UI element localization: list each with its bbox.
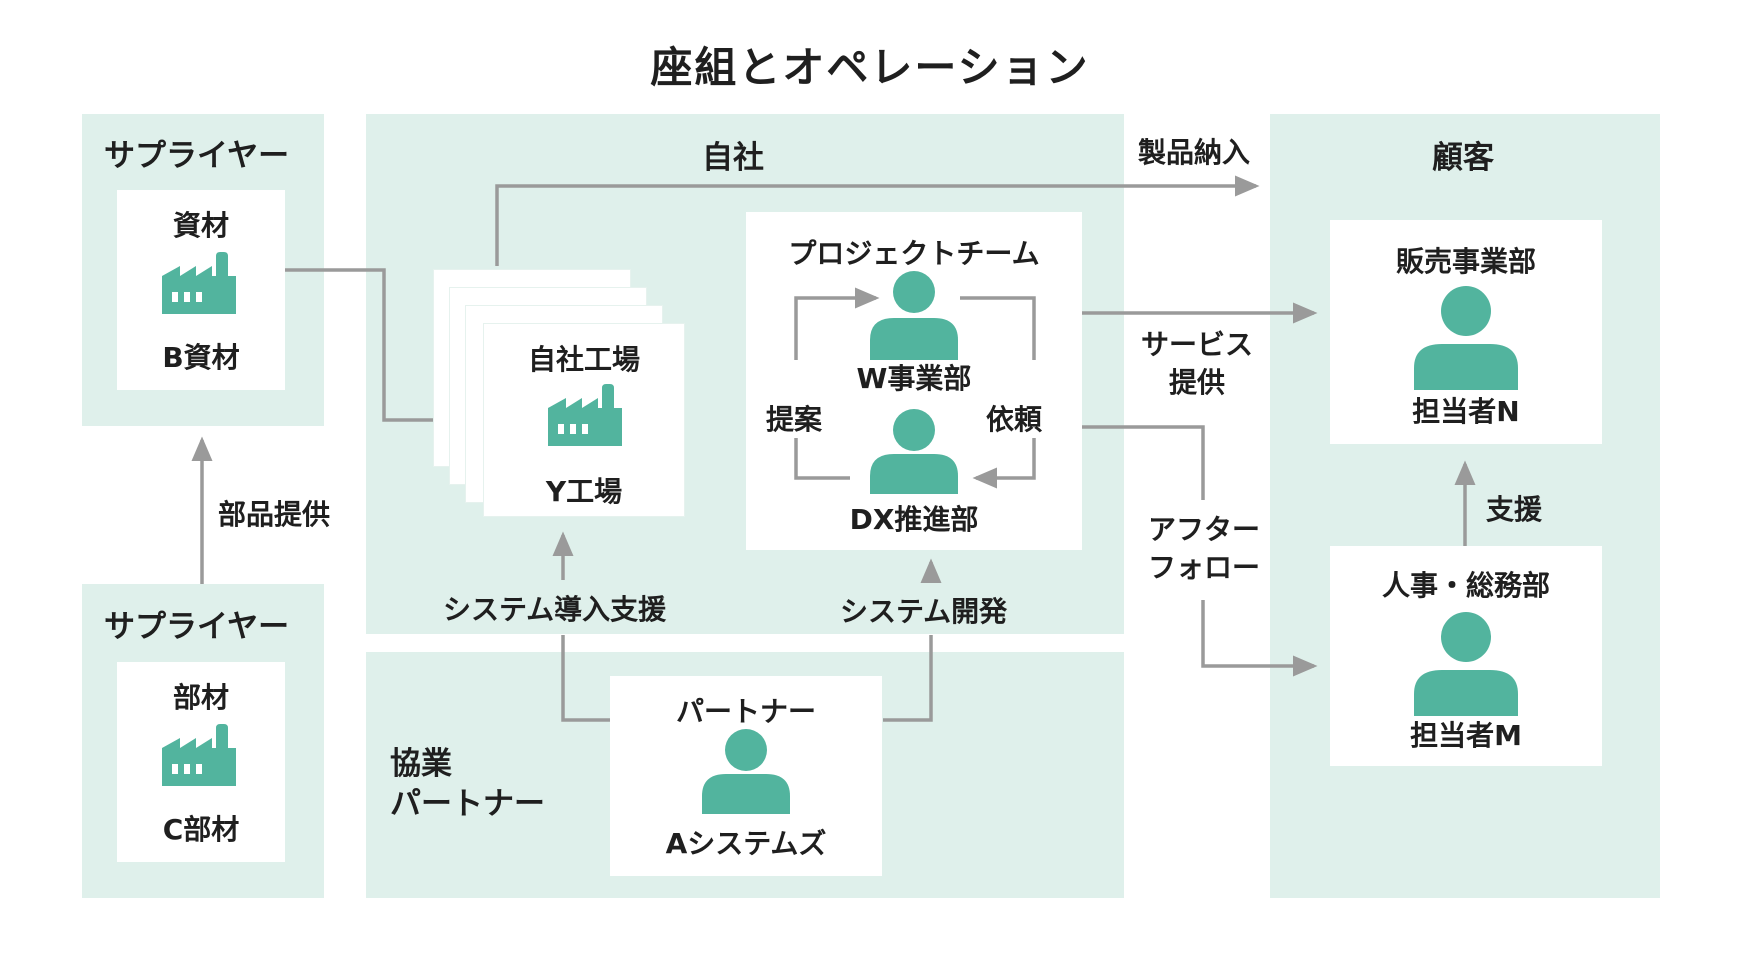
label-system-dev: システム開発 <box>840 595 1008 628</box>
page-title: 座組とオペレーション <box>650 43 1090 92</box>
company-title: 自社 <box>702 140 764 176</box>
hr-card-heading: 人事・総務部 <box>1381 569 1550 602</box>
partner-card-name: Aシステムズ <box>665 827 827 860</box>
factory-icon <box>162 724 236 786</box>
sales-card: 販売事業部 担当者N <box>1330 220 1602 444</box>
factory-card: 自社工場 Y工場 <box>484 324 684 516</box>
person-icon <box>870 409 958 494</box>
label-after-follow-line2: フォロー <box>1147 551 1260 584</box>
sales-card-heading: 販売事業部 <box>1395 245 1536 278</box>
supplier-bottom-title: サプライヤー <box>104 609 290 645</box>
label-after-follow-line1: アフター <box>1147 513 1260 546</box>
hr-card: 人事・総務部 担当者M <box>1330 546 1602 766</box>
factory-card-name: Y工場 <box>545 475 623 508</box>
supplier-bottom-card-name: C部材 <box>162 813 240 846</box>
label-product-delivery: 製品納入 <box>1138 136 1251 169</box>
factory-icon <box>162 252 236 314</box>
arrow-after-follow-2 <box>1201 600 1318 677</box>
sales-card-name: 担当者N <box>1412 395 1520 428</box>
project-team-heading: プロジェクトチーム <box>788 237 1040 270</box>
label-service-line1: サービス <box>1140 328 1253 361</box>
project-team-card: プロジェクトチーム W事業部 提案 依頼 DX推進部 <box>746 212 1082 550</box>
customer-title: 顧客 <box>1432 140 1494 176</box>
label-parts-supply: 部品提供 <box>218 498 331 531</box>
supplier-top-card-name: B資材 <box>162 341 240 374</box>
arrow-material-to-factory <box>285 268 482 431</box>
arrow-system-dev <box>883 635 933 722</box>
partner-card: パートナー Aシステムズ <box>610 676 882 876</box>
person-icon <box>870 271 958 360</box>
label-after-follow: アフター フォロー <box>1140 511 1268 587</box>
project-team-member1: W事業部 <box>856 362 972 395</box>
supplier-bottom-card-heading: 部材 <box>172 681 229 714</box>
partner-region-title-line1: 協業 <box>390 746 452 782</box>
label-service-line2: 提供 <box>1168 366 1225 399</box>
arrow-after-follow <box>1081 425 1205 500</box>
arrow-product-delivery <box>495 175 1260 266</box>
supplier-top-card-heading: 資材 <box>172 209 229 242</box>
label-system-intro: システム導入支援 <box>443 593 667 626</box>
partner-card-heading: パートナー <box>675 695 816 728</box>
label-support: 支援 <box>1486 493 1543 526</box>
label-service: サービス 提供 <box>1136 326 1258 402</box>
project-team-member2: DX推進部 <box>849 503 979 536</box>
partner-region-title-line2: パートナー <box>390 786 545 822</box>
person-icon <box>1414 286 1518 390</box>
factory-card-heading: 自社工場 <box>527 343 640 376</box>
person-icon <box>702 729 790 814</box>
person-icon <box>1414 612 1518 716</box>
supplier-top-title: サプライヤー <box>104 138 290 174</box>
supplier-bottom-card: 部材 C部材 <box>117 662 285 862</box>
factory-icon <box>548 384 622 446</box>
project-team-left-label: 提案 <box>766 398 823 438</box>
hr-card-name: 担当者M <box>1410 719 1522 752</box>
arrow-system-intro <box>561 635 610 722</box>
supplier-top-card: 資材 B資材 <box>117 190 285 390</box>
project-team-right-label: 依頼 <box>986 398 1043 438</box>
